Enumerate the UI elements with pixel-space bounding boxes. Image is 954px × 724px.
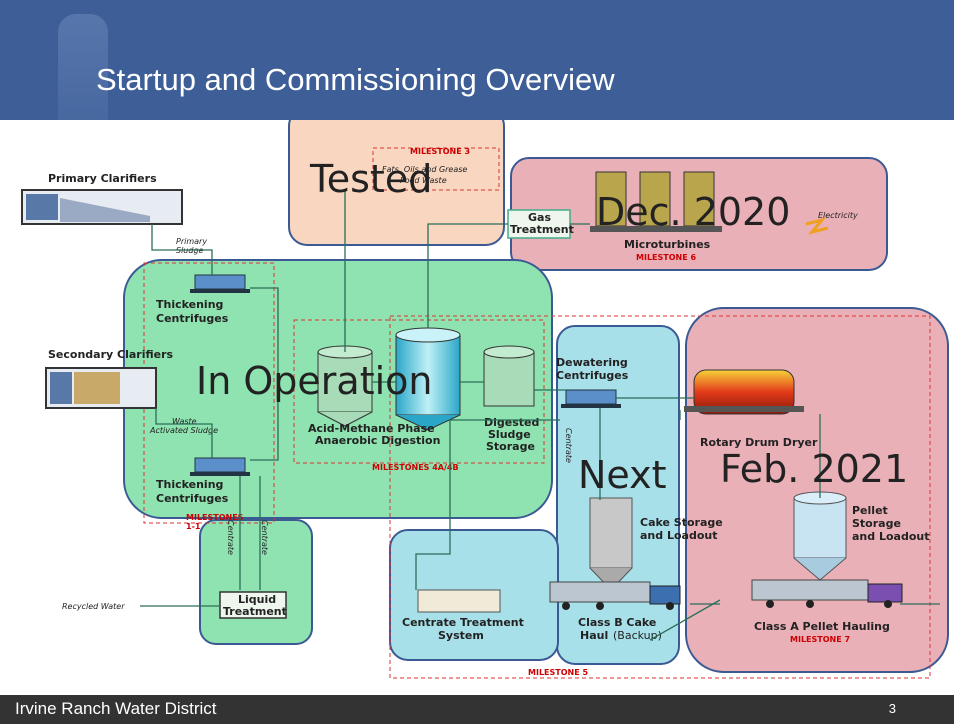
food-waste-label: Food Waste: [400, 176, 447, 185]
next-overlay: Next: [578, 453, 667, 497]
centrate-treatment-label: Centrate Treatment: [402, 616, 524, 629]
primary-clarifiers-label: Primary Clarifiers: [48, 172, 157, 185]
class-b-truck-icon: [549, 581, 681, 610]
centrate-label-c: Centrate: [564, 428, 573, 463]
thickening-bottom-label-2: Centrifuges: [156, 492, 229, 505]
thickening-bottom-label: Thickening: [156, 478, 223, 491]
cake-storage-label: Cake Storage: [640, 516, 723, 529]
tested-region: [288, 120, 505, 246]
milestones-1-label: MILESTONES: [186, 513, 244, 522]
milestone-6-label: MILESTONE 6: [636, 253, 696, 262]
process-diagram: Primary Clarifiers Primary Sludge Second…: [21, 120, 949, 679]
thickening-top-label: Thickening: [156, 298, 223, 311]
secondary-clarifiers-label: Secondary Clarifiers: [48, 348, 174, 361]
milestones-1-label-2: 1-1: [186, 522, 201, 531]
in-operation-overlay: In Operation: [196, 359, 432, 403]
methane-phase-digester-icon: [395, 327, 461, 431]
thickening-centrifuge-top-icon: [190, 274, 250, 293]
footer-organization: Irvine Ranch Water District: [15, 699, 217, 718]
primary-clarifier-icon: [21, 189, 183, 225]
title-bar: Startup and Commissioning Overview: [0, 0, 954, 120]
microturbines-label: Microturbines: [624, 238, 711, 251]
pellet-label: Pellet: [852, 504, 888, 517]
centrate-label-b: Centrate: [260, 520, 269, 555]
microturbines-icon: [590, 171, 722, 232]
milestone-5-label: MILESTONE 5: [528, 668, 588, 677]
milestones-4-label: MILESTONES 4A/4B: [372, 463, 459, 472]
cake-storage-silo-icon: [589, 497, 633, 591]
class-a-truck-icon: [751, 579, 903, 608]
electricity-label: Electricity: [818, 211, 858, 220]
rotary-drum-dryer-icon: [684, 369, 804, 415]
rotary-drum-dryer-label: Rotary Drum Dryer: [700, 436, 818, 449]
centrate-treatment-label-2: System: [438, 629, 484, 642]
class-a-label: Class A Pellet Hauling: [754, 620, 890, 633]
milestone-7-label: MILESTONE 7: [790, 635, 850, 644]
pellet-label-3: and Loadout: [852, 530, 929, 543]
recycled-water-label: Recycled Water: [62, 602, 125, 611]
tested-overlay: Tested: [309, 157, 432, 201]
class-b-label-2: Haul: [580, 629, 608, 642]
fog-label: Fats, Oils and Grease: [382, 165, 467, 174]
centrate-tank-icon: [417, 589, 501, 613]
acid-methane-label: Acid-Methane Phase: [308, 422, 435, 435]
digested-sludge-storage-icon: [483, 345, 535, 407]
primary-sludge-label: Primary: [176, 237, 207, 246]
gas-treatment-label: Gas: [528, 211, 551, 224]
next-dewatering-region: [556, 325, 680, 665]
gas-treatment-label-2: Treatment: [510, 223, 574, 236]
flow-lines: [140, 190, 940, 641]
dewatering-label-2: Centrifuges: [556, 369, 629, 382]
class-b-backup-label: (Backup): [613, 629, 662, 642]
class-b-label: Class B Cake: [578, 616, 656, 629]
secondary-clarifier-icon: [45, 367, 157, 409]
footer-bar: Irvine Ranch Water District 3: [0, 695, 954, 724]
waste-label-2: Activated Sludge: [149, 426, 218, 435]
lightning-icon: [805, 217, 829, 235]
liquid-treatment-label: Liquid: [238, 593, 276, 606]
digested-label-2: Sludge: [488, 428, 531, 441]
header-decoration: [58, 14, 108, 120]
liquid-treatment-label-2: Treatment: [223, 605, 287, 618]
slide-title: Startup and Commissioning Overview: [96, 62, 615, 97]
dewatering-centrifuge-icon: [561, 389, 621, 408]
centrate-label-a: Centrate: [226, 520, 235, 555]
acid-methane-label-2: Anaerobic Digestion: [315, 434, 440, 447]
dewatering-label: Dewatering: [556, 356, 628, 369]
pellet-label-2: Storage: [852, 517, 901, 530]
page-number: 3: [888, 701, 896, 716]
dec-2020-overlay: Dec. 2020: [596, 190, 790, 234]
digested-label: Digested: [484, 416, 539, 429]
waste-label: Waste: [172, 417, 197, 426]
thickening-top-label-2: Centrifuges: [156, 312, 229, 325]
cake-storage-label-2: and Loadout: [640, 529, 717, 542]
thickening-centrifuge-bottom-icon: [190, 457, 250, 476]
liquid-treatment-region: [199, 519, 313, 645]
milestone-3-label: MILESTONE 3: [410, 147, 470, 156]
feb-2021-overlay: Feb. 2021: [720, 447, 908, 491]
digested-label-3: Storage: [486, 440, 535, 453]
